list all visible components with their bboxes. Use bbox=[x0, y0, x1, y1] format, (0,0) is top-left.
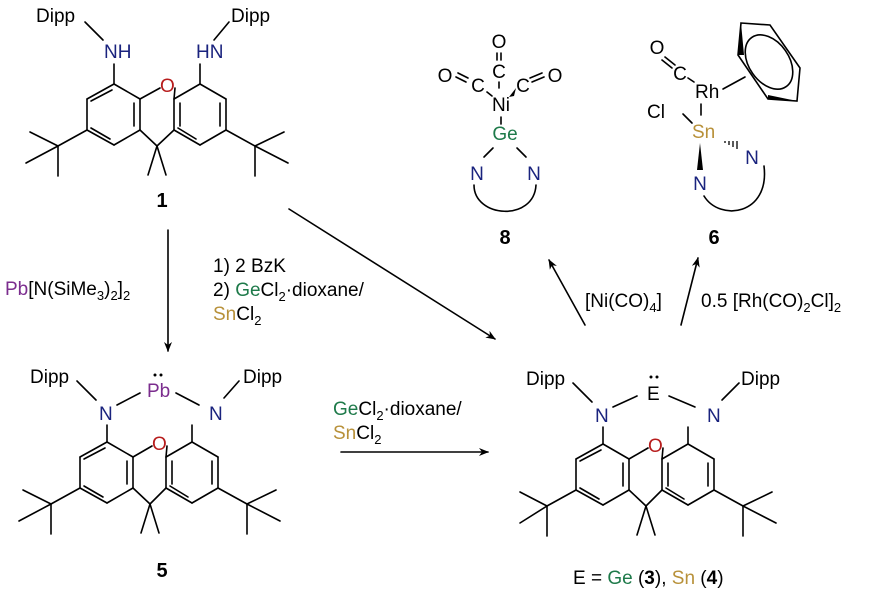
oxygen-atom: O bbox=[648, 436, 663, 457]
co-right-carbon: C bbox=[516, 76, 530, 97]
chlorine-atom: Cl bbox=[647, 102, 665, 123]
oxygen-atom: O bbox=[160, 76, 175, 97]
co-left-oxygen: O bbox=[438, 66, 453, 87]
compound-1: O NH HN Dipp Dipp 1 bbox=[25, 6, 289, 212]
nitrogen-left: N bbox=[693, 174, 707, 195]
compound-3-4: O N N E Dipp Dipp E = Ge (3), Sn (4) bbox=[519, 369, 780, 589]
co-left-carbon: C bbox=[471, 76, 485, 97]
arrow-to-6 bbox=[680, 257, 700, 326]
compound-number-6: 6 bbox=[708, 227, 719, 249]
dipp-left: Dipp bbox=[526, 369, 565, 390]
nitrogen-right: N bbox=[745, 148, 759, 169]
nitrogen-left: N bbox=[470, 164, 484, 185]
reagent-rh-dimer: 0.5 [Rh(CO)2Cl]2 bbox=[701, 291, 841, 315]
nitrogen-right: N bbox=[707, 406, 721, 427]
reagent-ni-co4: [Ni(CO)4] bbox=[585, 291, 662, 315]
nitrogen-left: N bbox=[595, 406, 609, 427]
dipp-right: Dipp bbox=[231, 6, 270, 27]
lead-atom: Pb bbox=[147, 381, 170, 402]
co-oxygen: O bbox=[650, 38, 665, 59]
compound-1-bonds bbox=[25, 21, 289, 177]
co-top-oxygen: O bbox=[492, 32, 507, 53]
caption-e-definition: E = Ge (3), Sn (4) bbox=[573, 568, 724, 589]
arrow-to-8 bbox=[548, 259, 586, 326]
rhodium-atom: Rh bbox=[695, 82, 719, 103]
dipp-left: Dipp bbox=[36, 6, 75, 27]
nitrogen-right: N bbox=[527, 164, 541, 185]
co-top-carbon: C bbox=[492, 62, 506, 83]
reagent-pb-amide: Pb[N(SiMe3)2]2 bbox=[5, 279, 130, 303]
tin-atom: Sn bbox=[692, 122, 715, 143]
nh-right: HN bbox=[196, 42, 223, 63]
compound-number-5: 5 bbox=[156, 560, 167, 582]
reagent-gecl2: GeCl2·dioxane/ bbox=[333, 399, 462, 423]
germanium-atom: Ge bbox=[492, 124, 517, 145]
ligand-backbone-arc bbox=[703, 165, 766, 212]
nitrogen-left: N bbox=[99, 404, 113, 425]
oxygen-atom: O bbox=[152, 434, 167, 455]
compound-number-8: 8 bbox=[499, 227, 510, 249]
dipp-right: Dipp bbox=[243, 367, 282, 388]
compound-5: O N N Pb Dipp Dipp 5 bbox=[18, 367, 282, 582]
nitrogen-right: N bbox=[209, 404, 223, 425]
reagent-step-2-tin: SnCl2 bbox=[213, 304, 261, 328]
reagent-sncl2: SnCl2 bbox=[333, 423, 381, 447]
compound-number-1: 1 bbox=[156, 190, 167, 212]
compound-6: O C Rh Cl Sn N N 6 bbox=[647, 22, 801, 249]
nickel-atom: Ni bbox=[492, 95, 510, 116]
co-right-oxygen: O bbox=[548, 66, 563, 87]
co-carbon: C bbox=[673, 64, 687, 85]
arrow-1-to-3-4 bbox=[288, 208, 496, 340]
reagent-step-1: 1) 2 BzK bbox=[213, 256, 286, 277]
dipp-right: Dipp bbox=[741, 369, 780, 390]
reagent-step-2: 2) GeCl2·dioxane/ bbox=[213, 280, 365, 304]
nh-left: NH bbox=[104, 42, 131, 63]
ligand-backbone-arc bbox=[473, 184, 537, 213]
dipp-left: Dipp bbox=[30, 367, 69, 388]
compound-8: O C O C O C Ni Ge N N 8 bbox=[438, 32, 563, 249]
element-e: E bbox=[647, 384, 660, 405]
